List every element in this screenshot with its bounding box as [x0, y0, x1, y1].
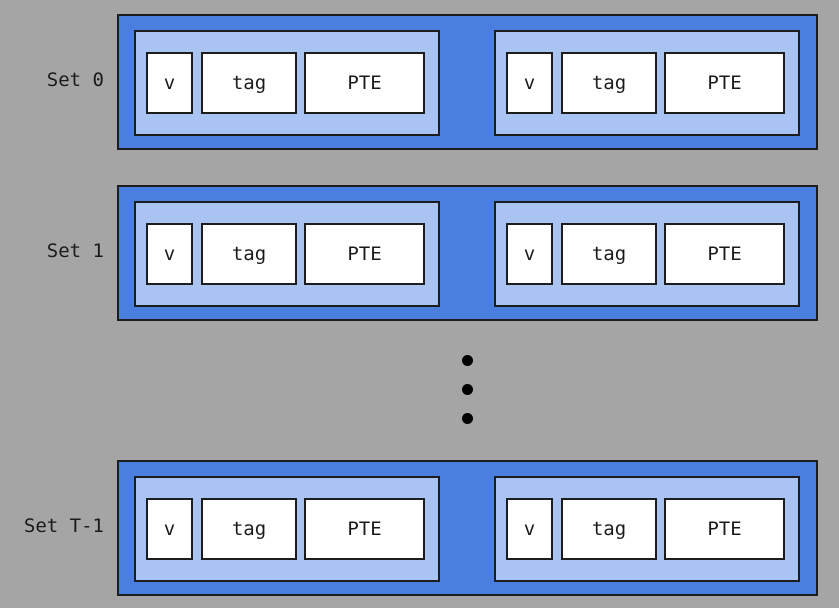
pte-field: PTE: [304, 52, 425, 114]
tag-field: tag: [561, 223, 657, 285]
way-entry: v tag PTE: [134, 30, 440, 136]
tag-field: tag: [201, 498, 297, 560]
valid-bit-field: v: [146, 52, 193, 114]
tag-field: tag: [561, 498, 657, 560]
valid-bit-field: v: [506, 498, 553, 560]
pte-field: PTE: [304, 498, 425, 560]
tag-field: tag: [561, 52, 657, 114]
set-label: Set T-1: [23, 515, 104, 537]
ellipsis-dot: [462, 384, 473, 395]
set-box: v tag PTE v tag PTE: [117, 185, 818, 321]
set-box: v tag PTE v tag PTE: [117, 460, 818, 596]
pte-field: PTE: [304, 223, 425, 285]
valid-bit-field: v: [506, 52, 553, 114]
pte-field: PTE: [664, 223, 785, 285]
pte-field: PTE: [664, 498, 785, 560]
valid-bit-field: v: [146, 223, 193, 285]
valid-bit-field: v: [146, 498, 193, 560]
tag-field: tag: [201, 223, 297, 285]
way-entry: v tag PTE: [134, 476, 440, 582]
set-label: Set 1: [46, 240, 104, 262]
way-entry: v tag PTE: [134, 201, 440, 307]
tag-field: tag: [201, 52, 297, 114]
way-entry: v tag PTE: [494, 30, 800, 136]
set-label: Set 0: [46, 69, 104, 91]
pte-field: PTE: [664, 52, 785, 114]
ellipsis-dot: [462, 355, 473, 366]
way-entry: v tag PTE: [494, 201, 800, 307]
set-box: v tag PTE v tag PTE: [117, 14, 818, 150]
way-entry: v tag PTE: [494, 476, 800, 582]
ellipsis-dot: [462, 413, 473, 424]
valid-bit-field: v: [506, 223, 553, 285]
